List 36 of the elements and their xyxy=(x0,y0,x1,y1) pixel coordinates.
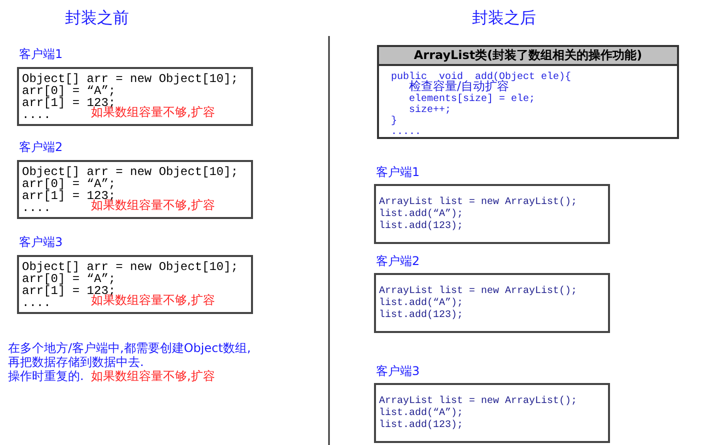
code-line: list.add(“A”); xyxy=(379,209,464,220)
section-title: 封装之前 xyxy=(65,8,129,29)
class-card xyxy=(377,45,679,139)
note-text: 操作时重复的. xyxy=(8,368,84,385)
code-line: } xyxy=(391,116,398,127)
code-line: .... xyxy=(22,108,51,122)
client-heading: 客户端2 xyxy=(376,253,420,270)
note-text: 如果数组容量不够,扩容 xyxy=(91,368,215,385)
code-line: size++; xyxy=(409,105,452,116)
code-line: .... xyxy=(22,296,51,310)
code-line: arr[0] = “A”; xyxy=(22,177,116,191)
note-text: 再把数据存储到数据中去. xyxy=(8,354,144,370)
client-heading: 客户端3 xyxy=(376,363,420,380)
client-heading: 客户端1 xyxy=(376,164,420,181)
code-line: list.add(“A”); xyxy=(379,298,464,309)
code-line: list.add(123); xyxy=(379,420,464,431)
code-line: list.add(123); xyxy=(379,310,464,321)
section-title: 封装之后 xyxy=(472,8,536,29)
code-line: ..... xyxy=(391,127,422,138)
code-line: arr[0] = “A”; xyxy=(22,272,116,286)
note-text: 在多个地方/客户端中,都需要创建Object数组, xyxy=(8,340,251,356)
class-header: ArrayList类(封装了数组相关的操作功能) xyxy=(379,47,677,66)
code-line: elements[size] = ele; xyxy=(409,94,536,105)
code-line: ArrayList list = new ArrayList(); xyxy=(379,197,578,208)
code-line: arr[0] = “A”; xyxy=(22,84,116,98)
code-line: list.add(123); xyxy=(379,221,464,232)
code-line: .... xyxy=(22,201,51,215)
code-line: list.add(“A”); xyxy=(379,408,464,419)
code-line: ArrayList list = new ArrayList(); xyxy=(379,286,578,297)
client-heading: 客户端3 xyxy=(19,234,63,251)
code-line: Object[] arr = new Object[10]; xyxy=(22,165,238,179)
client-heading: 客户端1 xyxy=(19,46,63,63)
code-line: Object[] arr = new Object[10]; xyxy=(22,72,238,86)
code-line: ArrayList list = new ArrayList(); xyxy=(379,396,578,407)
client-heading: 客户端2 xyxy=(19,139,63,156)
code-line: Object[] arr = new Object[10]; xyxy=(22,260,238,274)
